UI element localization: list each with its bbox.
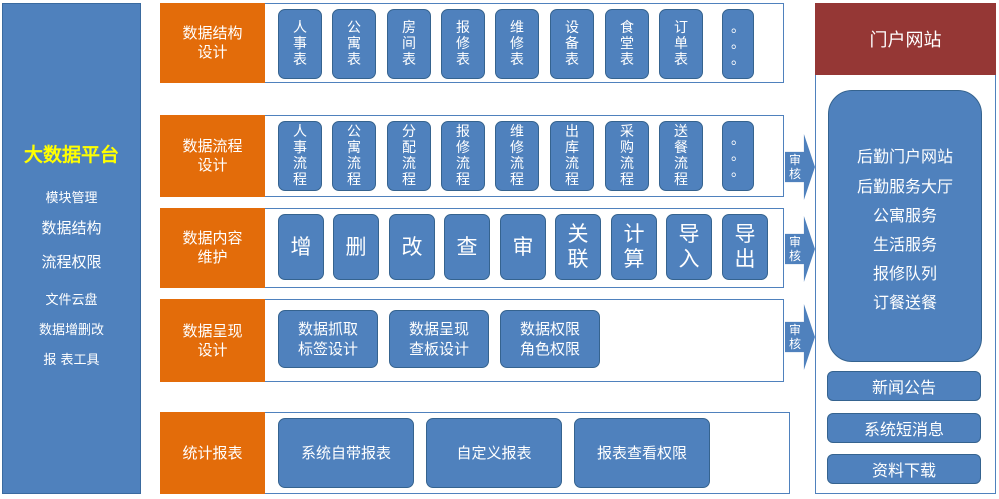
report-box-builtin[interactable]: 系统自带报表 (278, 418, 414, 488)
presentation-box-role-permission[interactable]: 数据权限 角色权限 (500, 310, 600, 368)
left-item-report-tools[interactable]: 报 表工具 (43, 353, 100, 368)
op-review-button[interactable]: 审 (500, 214, 546, 280)
review-arrow-label: 审 核 (788, 323, 801, 351)
short-message-button[interactable]: 系统短消息 (827, 413, 981, 443)
table-box-apartment[interactable]: 公 寓 表 (332, 9, 376, 79)
op-import-button[interactable]: 导 入 (666, 214, 712, 280)
service-repair-queue[interactable]: 报修队列 (872, 264, 937, 283)
left-item-module-management[interactable]: 模块管理 (45, 191, 98, 206)
table-box-order[interactable]: 订 单 表 (659, 9, 703, 79)
flow-box-maintenance[interactable]: 维 修 流 程 (495, 121, 539, 191)
service-meal-order[interactable]: 订餐送餐 (872, 293, 937, 312)
row-label-data-structure: 数据结构 设计 (160, 3, 265, 83)
table-box-canteen[interactable]: 食 堂 表 (605, 9, 649, 79)
table-box-room[interactable]: 房 间 表 (387, 9, 431, 79)
report-box-view-permission[interactable]: 报表查看权限 (574, 418, 710, 488)
presentation-box-tag-design[interactable]: 数据抓取 标签设计 (278, 310, 378, 368)
table-box-equipment[interactable]: 设 备 表 (550, 9, 594, 79)
op-link-button[interactable]: 关 联 (555, 214, 601, 280)
service-logistics-portal[interactable]: 后勤门户网站 (856, 147, 953, 166)
op-add-button[interactable]: 增 (278, 214, 324, 280)
table-box-more[interactable]: 。 。 。 (722, 9, 754, 79)
download-button[interactable]: 资料下载 (827, 454, 981, 484)
op-query-button[interactable]: 查 (444, 214, 490, 280)
report-box-custom[interactable]: 自定义报表 (426, 418, 562, 488)
table-box-personnel[interactable]: 人 事 表 (278, 9, 322, 79)
service-logistics-hall[interactable]: 后勤服务大厅 (856, 177, 953, 196)
left-item-process-permission[interactable]: 流程权限 (41, 253, 102, 271)
presentation-box-board-design[interactable]: 数据呈现 查板设计 (389, 310, 489, 368)
op-edit-button[interactable]: 改 (389, 214, 435, 280)
op-export-button[interactable]: 导 出 (722, 214, 768, 280)
flow-box-apartment[interactable]: 公 寓 流 程 (332, 121, 376, 191)
flow-box-personnel[interactable]: 人 事 流 程 (278, 121, 322, 191)
flow-box-outbound[interactable]: 出 库 流 程 (550, 121, 594, 191)
row-label-presentation-design: 数据呈现 设计 (160, 299, 265, 382)
flow-box-more[interactable]: 。 。 。 (722, 121, 754, 191)
left-item-data-crud[interactable]: 数据增删改 (38, 323, 104, 338)
table-box-repair-request[interactable]: 报 修 表 (441, 9, 485, 79)
flow-box-purchase[interactable]: 采 购 流 程 (605, 121, 649, 191)
review-arrow-label: 审 核 (788, 153, 801, 181)
review-arrow-1: 审 核 (785, 134, 815, 200)
review-arrow-3: 审 核 (785, 304, 815, 370)
service-life[interactable]: 生活服务 (872, 235, 937, 254)
left-item-data-structure[interactable]: 数据结构 (41, 219, 102, 237)
flow-box-allocation[interactable]: 分 配 流 程 (387, 121, 431, 191)
flow-box-repair-request[interactable]: 报 修 流 程 (441, 121, 485, 191)
news-button[interactable]: 新闻公告 (827, 371, 981, 401)
op-calculate-button[interactable]: 计 算 (611, 214, 657, 280)
portal-services: 后勤门户网站 后勤服务大厅 公寓服务 生活服务 报修队列 订餐送餐 (828, 90, 982, 362)
table-box-maintenance[interactable]: 维 修 表 (495, 9, 539, 79)
left-panel: 大数据平台 模块管理 数据结构 流程权限 文件云盘 数据增删改 报 表工具 (2, 3, 141, 494)
service-apartment[interactable]: 公寓服务 (872, 206, 937, 225)
platform-title: 大数据平台 (23, 144, 119, 166)
flow-box-meal-delivery[interactable]: 送 餐 流 程 (659, 121, 703, 191)
review-arrow-2: 审 核 (785, 216, 815, 282)
row-label-statistics-report: 统计报表 (160, 412, 265, 494)
row-label-content-maintenance: 数据内容 维护 (160, 208, 265, 288)
review-arrow-label: 审 核 (788, 235, 801, 263)
portal-title: 门户网站 (815, 3, 996, 75)
left-item-file-cloud[interactable]: 文件云盘 (45, 293, 98, 308)
row-label-process-design: 数据流程 设计 (160, 115, 265, 197)
op-delete-button[interactable]: 删 (333, 214, 379, 280)
